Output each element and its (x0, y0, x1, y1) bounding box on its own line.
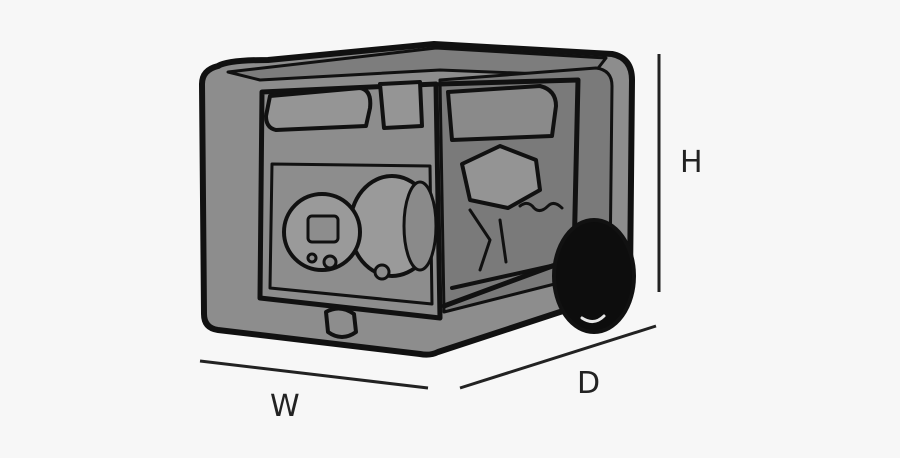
outlet-1 (322, 254, 338, 270)
alternator-fins (402, 180, 438, 272)
knob (373, 263, 391, 281)
width-dimension-line (199, 359, 429, 390)
depth-dimension-line (459, 324, 657, 390)
display-window (306, 214, 340, 244)
wheel (552, 218, 636, 334)
engine-linkage (468, 208, 508, 272)
front-foot (324, 306, 358, 339)
fuel-cap (378, 80, 424, 130)
front-frame (257, 81, 443, 321)
generator-cover (199, 41, 636, 358)
side-frame (437, 77, 581, 309)
width-label: W (270, 389, 300, 424)
side-frame-rail (450, 262, 562, 290)
height-label: H (680, 145, 703, 180)
fuel-tank (264, 86, 373, 132)
wheel-hub (580, 314, 606, 323)
front-frame-inner (268, 162, 434, 306)
tank-side (446, 84, 558, 142)
outlet-2 (306, 252, 318, 264)
engine-part (460, 144, 542, 210)
depth-label: D (577, 366, 601, 401)
engine-wave (518, 201, 564, 213)
